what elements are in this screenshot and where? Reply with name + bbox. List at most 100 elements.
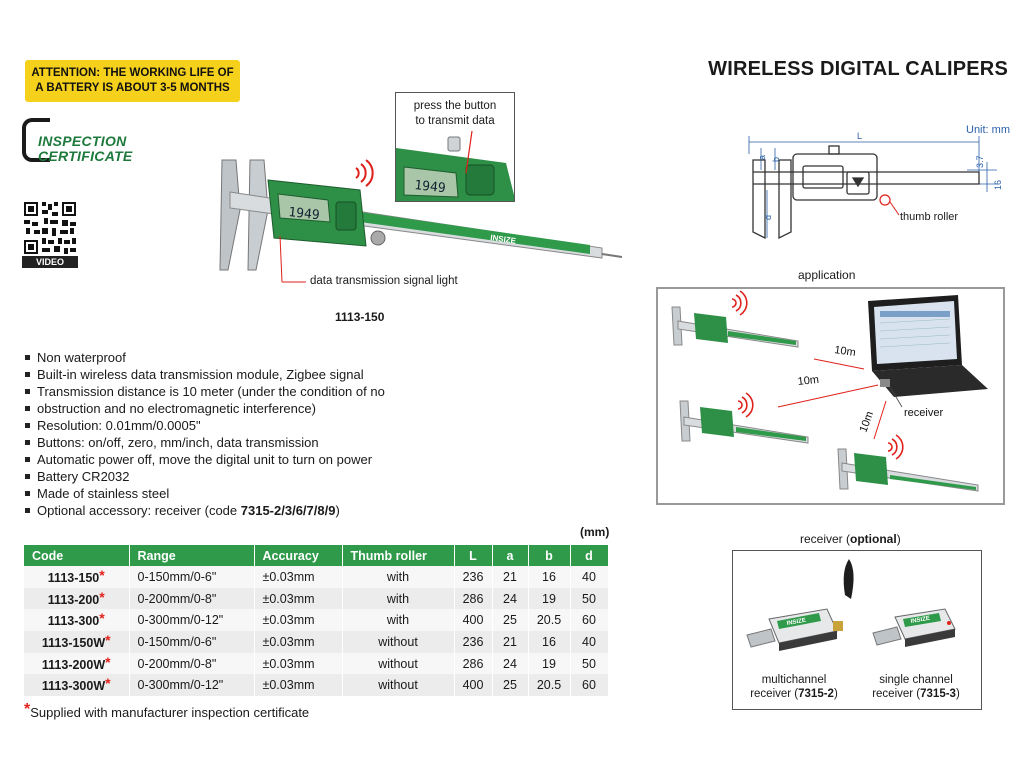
signal-icon-1 [731, 290, 748, 316]
thumb-roller-label: thumb roller [900, 211, 959, 223]
cell-a: 25 [492, 674, 529, 697]
receiver-panel: INSIZE INSIZE multichannel receiver (731… [732, 550, 982, 710]
cell-accuracy: ±0.03mm [254, 587, 343, 610]
cell-accuracy: ±0.03mm [254, 566, 343, 588]
caliper-product-image: INSIZE 1949 [219, 159, 623, 283]
dimension-lines [748, 136, 997, 238]
cell-accuracy: ±0.03mm [254, 674, 343, 697]
link-line-3 [873, 400, 887, 440]
cell-b: 19 [528, 587, 571, 610]
dim-label-d: d [763, 215, 773, 220]
caliper-1 [671, 306, 799, 348]
multichannel-receiver-image: INSIZE [746, 559, 854, 651]
header-thumb-roller: Thumb roller [342, 545, 455, 566]
single-channel-receiver-image: INSIZE [872, 608, 956, 647]
zoomed-button-housing [465, 164, 495, 196]
attention-line-2: A BATTERY IS ABOUT 3-5 MONTHS [35, 82, 230, 94]
table-row: 1113-150W* 0-150mm/0-6" ±0.03mm without … [24, 631, 609, 653]
callout-line-1: press the button [413, 100, 497, 112]
header-range: Range [129, 545, 255, 566]
table-row: 1113-150* 0-150mm/0-6" ±0.03mm with 236 … [24, 566, 609, 588]
receiver-heading-optional: optional [850, 532, 897, 546]
antenna-icon [843, 559, 854, 599]
receiver-label: receiver [904, 407, 943, 419]
accessory-suffix: ) [335, 503, 340, 518]
header-b: b [528, 545, 571, 566]
footnote: *Supplied with manufacturer inspection c… [24, 701, 310, 722]
distance-label-2: 10m [797, 374, 820, 388]
signal-icon-2 [737, 392, 754, 418]
depth-rod [601, 253, 623, 258]
video-label[interactable]: VIDEO [22, 256, 78, 268]
cell-range: 0-200mm/0-8" [129, 587, 255, 610]
cell-thumb-roller: without [342, 674, 455, 697]
battery-attention-banner: ATTENTION: THE WORKING LIFE OF A BATTERY… [25, 60, 240, 102]
certificate-bracket-icon [22, 118, 50, 162]
multichannel-caption: multichannel receiver (7315-2) [750, 674, 838, 700]
header-accuracy: Accuracy [254, 545, 343, 566]
feature-item: Resolution: 0.01mm/0.0005" [24, 417, 385, 434]
feature-item: Non waterproof [24, 349, 385, 366]
beam-scale-strip [360, 212, 590, 254]
feature-item: Battery CR2032 [24, 468, 385, 485]
signal-light-label: data transmission signal light [310, 275, 458, 287]
cell-thumb-roller: with [342, 587, 455, 610]
dim-label-l: L [857, 131, 862, 141]
cell-l: 286 [454, 652, 493, 675]
transmit-button-callout: press the button to transmit data 1949 [395, 92, 515, 202]
cell-l: 400 [454, 609, 493, 632]
signal-icon-3 [887, 434, 904, 460]
receiver-heading: receiver (optional) [800, 532, 901, 546]
attention-line-1: ATTENTION: THE WORKING LIFE OF [31, 67, 234, 79]
dim-label-b: b [771, 157, 781, 162]
accessory-code: 7315-2/3/6/7/8/9 [240, 503, 336, 518]
cell-range: 0-150mm/0-6" [129, 631, 255, 653]
cell-a: 21 [492, 631, 529, 653]
cell-a: 24 [492, 587, 529, 610]
cell-b: 20.5 [528, 609, 571, 632]
cell-a: 21 [492, 566, 529, 588]
cell-a: 25 [492, 609, 529, 632]
distance-label-3: 10m [858, 410, 877, 434]
zoomed-lcd [403, 166, 459, 198]
cell-code: 1113-200W* [24, 652, 130, 675]
callout-arrow [465, 130, 473, 174]
cell-l: 400 [454, 674, 493, 697]
cell-thumb-roller: without [342, 631, 455, 653]
dim-label-16: 16 [993, 180, 1003, 190]
certificate-line-2: CERTIFICATE [38, 148, 133, 164]
table-row: 1113-300* 0-300mm/0-12" ±0.03mm with 400… [24, 609, 609, 632]
cell-b: 16 [528, 631, 571, 653]
header-d: d [570, 545, 609, 566]
page-title: WIRELESS DIGITAL CALIPERS [708, 58, 1008, 80]
dim-label-3-7: 3.7 [975, 155, 985, 168]
table-row: 1113-200* 0-200mm/0-8" ±0.03mm with 286 … [24, 587, 609, 610]
application-illustration: 10m 10m 10m receiver [671, 290, 988, 492]
transmit-button-icon [447, 136, 461, 152]
cell-b: 19 [528, 652, 571, 675]
beam-brand: INSIZE [490, 233, 517, 246]
cell-code: 1113-150* [24, 566, 130, 588]
cell-code: 1113-300W* [24, 674, 130, 697]
feature-item: Transmission distance is 10 meter (under… [24, 383, 385, 400]
cell-range: 0-200mm/0-8" [129, 652, 255, 675]
cell-d: 50 [570, 652, 609, 675]
receiver-dongle-icon [880, 379, 890, 387]
application-panel: 10m 10m 10m receiver [656, 287, 1005, 505]
cell-accuracy: ±0.03mm [254, 652, 343, 675]
thumb-roller-pointer [889, 201, 900, 216]
receiver-pointer [889, 386, 903, 408]
table-row: 1113-300W* 0-300mm/0-12" ±0.03mm without… [24, 674, 609, 697]
laptop-icon [868, 295, 988, 397]
transmit-button-housing [335, 201, 357, 231]
cell-thumb-roller: with [342, 609, 455, 632]
qr-code-icon[interactable] [22, 200, 78, 256]
callout-line-2: to transmit data [415, 115, 495, 127]
feature-list: Non waterproof Built-in wireless data tr… [24, 349, 385, 519]
table-unit: (mm) [580, 525, 610, 539]
feature-item: Built-in wireless data transmission modu… [24, 366, 385, 383]
feature-item: Made of stainless steel [24, 485, 385, 502]
diagram-unit-label: Unit: mm [966, 124, 1010, 136]
footnote-text: Supplied with manufacturer inspection ce… [30, 705, 310, 720]
cell-d: 40 [570, 631, 609, 653]
